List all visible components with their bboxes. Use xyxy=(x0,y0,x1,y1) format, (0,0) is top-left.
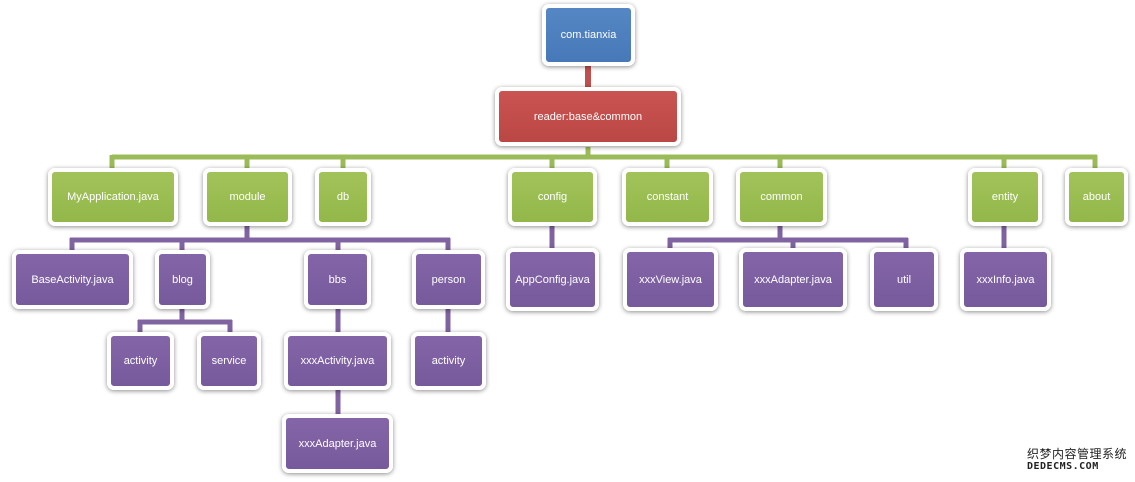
node-entity: entity xyxy=(968,168,1042,226)
watermark-text: 织梦内容管理系统 xyxy=(1027,447,1128,461)
node-common: common xyxy=(736,168,827,226)
node-blog-service: service xyxy=(197,332,261,390)
node-xxxactivity: xxxActivity.java xyxy=(284,332,391,390)
node-person-activity: activity xyxy=(411,332,486,390)
node-appconfig: AppConfig.java xyxy=(506,248,599,311)
node-base-common: reader:base&common xyxy=(495,87,681,146)
watermark-domain: DEDECMS.COM xyxy=(1027,461,1099,472)
node-db: db xyxy=(315,168,371,226)
node-about: about xyxy=(1065,168,1128,226)
node-blog: blog xyxy=(155,250,210,309)
node-blog-activity: activity xyxy=(107,332,174,390)
node-person: person xyxy=(412,250,485,309)
node-xxxinfo: xxxInfo.java xyxy=(960,248,1051,311)
node-xxxview: xxxView.java xyxy=(623,248,718,311)
connector-base-level1 xyxy=(109,147,1098,170)
node-root: com.tianxia xyxy=(542,4,635,66)
node-baseactivity: BaseActivity.java xyxy=(12,250,133,309)
node-config: config xyxy=(508,168,597,226)
node-module: module xyxy=(203,168,292,226)
connectors-purple xyxy=(69,224,1007,416)
node-myapplication: MyApplication.java xyxy=(48,168,178,226)
node-bbs: bbs xyxy=(304,250,371,309)
node-constant: constant xyxy=(622,168,713,226)
node-common-xxxadapter: xxxAdapter.java xyxy=(739,248,847,311)
node-util: util xyxy=(870,248,938,311)
node-bbs-xxxadapter: xxxAdapter.java xyxy=(282,414,393,473)
